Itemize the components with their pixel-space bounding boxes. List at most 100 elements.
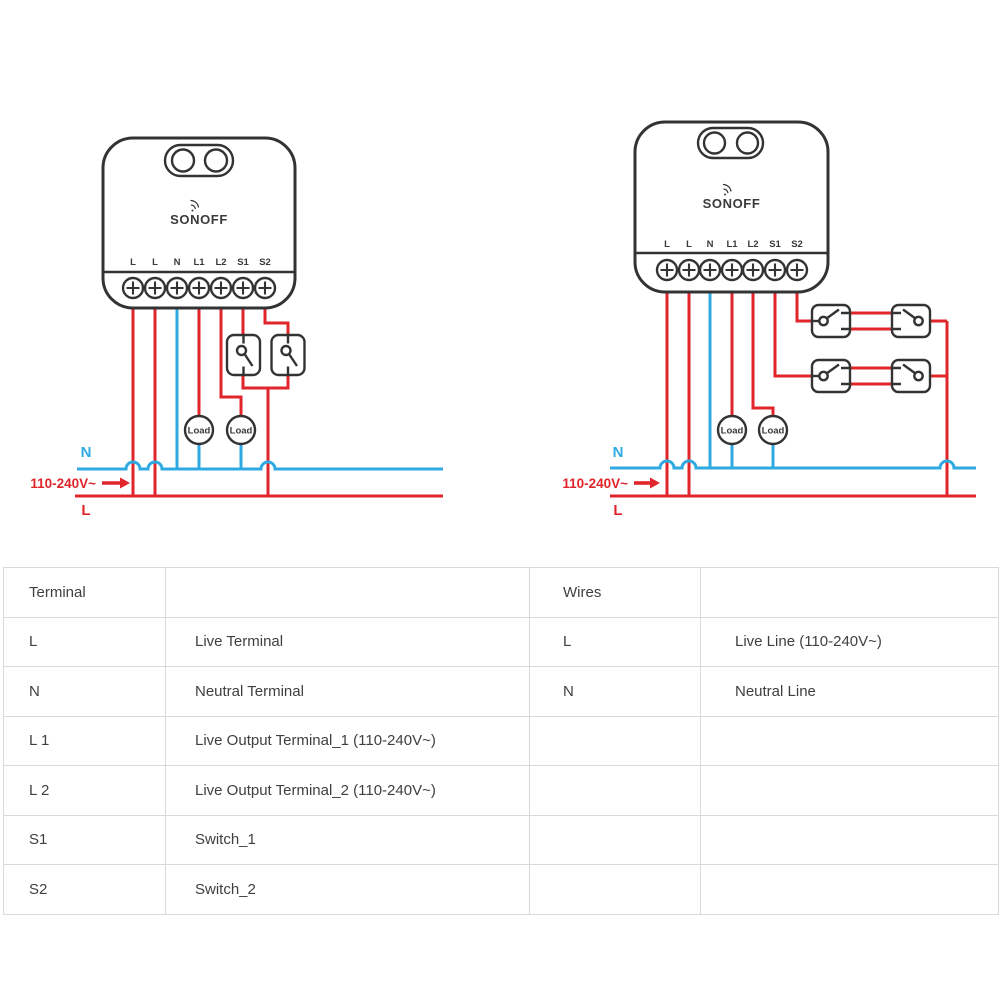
- terminal-cell: S2: [3, 864, 166, 915]
- voltage-label: 110-240V~: [30, 476, 96, 491]
- wires-header-cell: Wires: [529, 567, 701, 618]
- brand-logo: SONOFF: [703, 196, 761, 211]
- s2-switch-wire: [795, 292, 812, 323]
- two-way-switch-pair-2: [810, 358, 932, 394]
- terminal-label: N: [707, 239, 714, 250]
- terminal-cell: L 1: [3, 715, 166, 766]
- terminal-label: L1: [726, 239, 738, 250]
- wire-cell: [529, 814, 701, 865]
- wire-cell: [529, 715, 701, 766]
- switch-pivot: [280, 344, 292, 357]
- terminal-label: L1: [193, 257, 205, 268]
- wire-cell: [529, 864, 701, 915]
- wire-cell: [529, 765, 701, 816]
- switch-common-wire: [241, 375, 290, 390]
- terminal-label: L: [130, 257, 136, 268]
- table-row: S2 Switch_2: [3, 864, 999, 915]
- terminal-desc-cell: Neutral Terminal: [165, 666, 530, 717]
- sonoff-device-left: SONOFF L L N L1 L2 S1 S2: [101, 136, 297, 310]
- switch-pivot: [818, 315, 829, 327]
- screw-terminals: [655, 258, 809, 282]
- wiring-diagrams: SONOFF L L N L1 L2 S1 S2: [30, 120, 976, 519]
- button-circle: [203, 148, 229, 173]
- terminal-header-cell: Terminal: [3, 567, 166, 618]
- switch-pivot: [235, 344, 248, 357]
- switch-box: [890, 303, 932, 339]
- terminal-labels: L L N L1 L2 S1 S2: [130, 257, 271, 268]
- switch-lever: [825, 308, 840, 320]
- wall-switch-1: [225, 333, 262, 377]
- terminal-label: L: [686, 239, 692, 250]
- sonoff-device-right: SONOFF L L N L1 L2 S1 S2: [633, 120, 830, 294]
- voltage-label: 110-240V~: [562, 476, 628, 491]
- s1-switch-wire: [773, 292, 812, 378]
- neutral-line: [610, 459, 976, 470]
- load-label: Load: [230, 426, 253, 437]
- switch-pivot: [913, 370, 924, 382]
- voltage-arrow: [634, 477, 660, 489]
- terminal-label: L: [152, 257, 158, 268]
- switch-box: [890, 358, 932, 394]
- device-body: [633, 120, 830, 294]
- load-1: Load: [716, 414, 748, 446]
- two-way-switch-pair-1: [810, 303, 932, 339]
- load-circle: [183, 414, 215, 446]
- load-label: Load: [762, 426, 785, 437]
- table-row: L 1 Live Output Terminal_1 (110-240V~): [3, 715, 999, 766]
- terminal-wires-table: Terminal Wires L Live Terminal L Live Li…: [3, 567, 999, 915]
- wifi-icon: [190, 199, 200, 212]
- terminal-cell: L: [3, 616, 166, 667]
- terminal-label: L2: [747, 239, 758, 250]
- wires-desc-cell: [700, 567, 999, 618]
- terminal-desc-cell: Switch_1: [165, 814, 530, 865]
- terminal-desc-cell: Live Output Terminal_1 (110-240V~): [165, 715, 530, 766]
- terminal-labels: L L N L1 L2 S1 S2: [664, 239, 803, 250]
- wall-switch-2: [270, 333, 306, 377]
- terminal-desc-cell: [165, 567, 530, 618]
- wire-cell: L: [529, 616, 701, 667]
- switch-lever: [288, 353, 298, 367]
- terminal-label: L2: [215, 257, 226, 268]
- neutral-wires-right: [610, 292, 976, 470]
- switch-lever: [825, 363, 840, 375]
- wire-desc-cell: Live Line (110-240V~): [700, 616, 999, 667]
- neutral-label: N: [613, 444, 624, 461]
- load-label: Load: [188, 426, 211, 437]
- wire-desc-cell: Neutral Line: [700, 666, 999, 717]
- l2-output-wire: [751, 292, 775, 416]
- terminal-label: S2: [791, 239, 803, 250]
- load-1: Load: [183, 414, 215, 446]
- switch-pivot: [818, 370, 829, 382]
- terminal-label: S1: [769, 239, 781, 250]
- wire-desc-cell: [700, 864, 999, 915]
- switch-lever: [902, 363, 917, 375]
- neutral-line: [77, 460, 443, 471]
- table-row: L 2 Live Output Terminal_2 (110-240V~): [3, 765, 999, 816]
- terminal-cell: L 2: [3, 765, 166, 816]
- wire-desc-cell: [700, 765, 999, 816]
- screw-terminals: [121, 276, 277, 300]
- wifi-icon: [722, 183, 732, 196]
- terminal-cell: N: [3, 666, 166, 717]
- terminal-label: S1: [237, 257, 249, 268]
- load-circle: [716, 414, 748, 446]
- diagram-two-way-switch: SONOFF L L N L1 L2 S1 S2: [562, 120, 976, 519]
- switch-lever: [243, 353, 254, 367]
- neutral-wires-left: [77, 308, 443, 471]
- table-row: N Neutral Terminal N Neutral Line: [3, 666, 999, 717]
- load-circle: [757, 414, 789, 446]
- wire-desc-cell: [700, 814, 999, 865]
- load-2: Load: [757, 414, 789, 446]
- brand-logo: SONOFF: [170, 212, 228, 227]
- button-circle: [735, 131, 760, 155]
- table-row: Terminal Wires: [3, 567, 999, 618]
- neutral-label: N: [81, 444, 92, 461]
- live-wires-left: [75, 308, 443, 498]
- terminal-desc-cell: Switch_2: [165, 864, 530, 915]
- terminal-desc-cell: Live Output Terminal_2 (110-240V~): [165, 765, 530, 816]
- wire-desc-cell: [700, 715, 999, 766]
- l2-output-wire: [219, 308, 243, 416]
- button-circle: [702, 131, 727, 155]
- diagram-single-switch: SONOFF L L N L1 L2 S1 S2: [30, 136, 443, 519]
- switch-lever: [902, 308, 917, 320]
